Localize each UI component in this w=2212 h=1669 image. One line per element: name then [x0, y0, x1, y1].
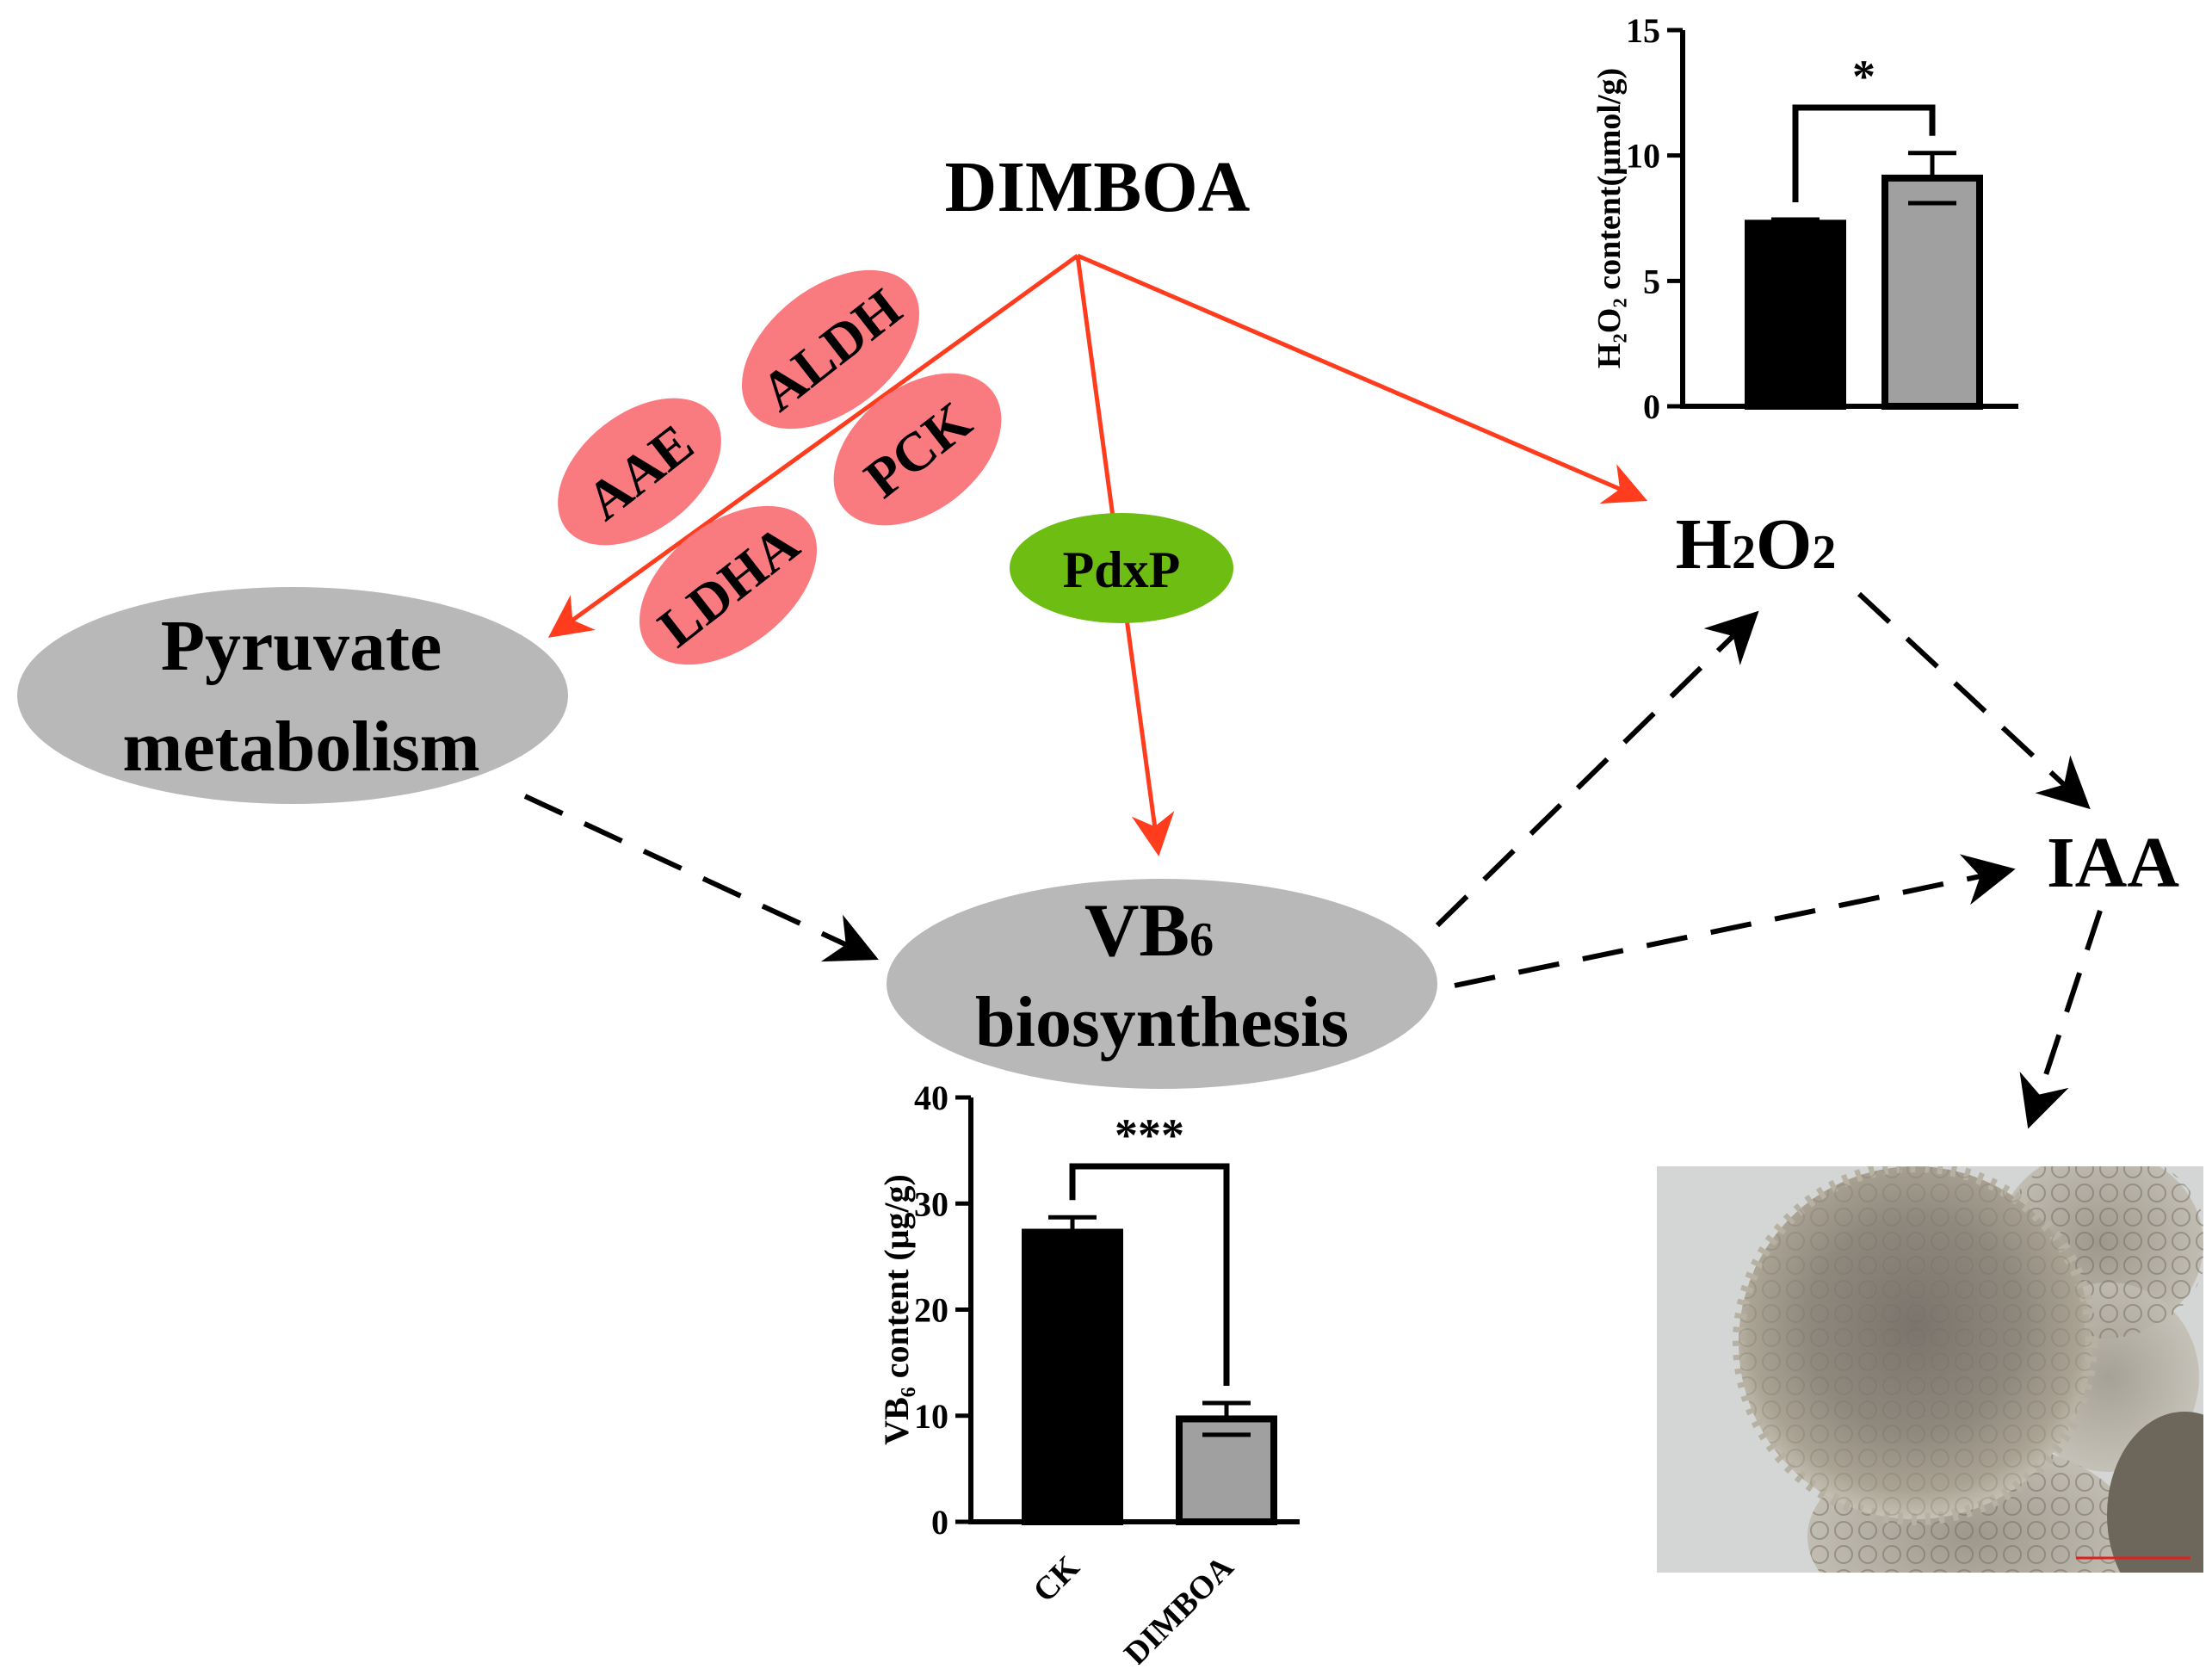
vb6-label-line1: VB6: [1084, 889, 1214, 973]
arrow-dimboa-to-pyruvate: [547, 253, 1079, 638]
x-tick-label: CK: [1026, 1548, 1086, 1609]
vb6-node: VB6 biosynthesis: [887, 879, 1437, 1089]
significance-label: ***: [1115, 1110, 1184, 1161]
h2o2-label: H2O2: [1676, 504, 1837, 584]
dashed-arrows: [523, 591, 2103, 1129]
y-tick-label: 15: [1626, 11, 1660, 50]
arrow-vb6-to-iaa: [1454, 854, 2016, 988]
vb6-label-sub: 6: [1189, 913, 1214, 967]
arrow-dimboa-to-h2o2: [1077, 253, 1648, 504]
pyruvate-node: Pyruvate metabolism: [17, 587, 568, 804]
pyruvate-label-line2: metabolism: [122, 707, 479, 787]
y-axis-label: H₂O₂ content(μmol/g): [1591, 68, 1628, 368]
enzyme-ellipse-pdxp: PdxP: [1010, 513, 1233, 623]
bar-dimboa: [1881, 174, 1983, 411]
iaa-label: IAA: [2047, 823, 2179, 903]
vb6-label-line2: biosynthesis: [975, 982, 1349, 1062]
microscope-callus-image: [1657, 1166, 2203, 1573]
dimboa-label: DIMBOA: [945, 147, 1251, 227]
pyruvate-label-line1: Pyruvate: [161, 606, 442, 686]
arrow-iaa-to-image: [2019, 910, 2103, 1129]
bar-ck: [1745, 219, 1846, 410]
vb6-label-main: VB: [1084, 889, 1189, 973]
bar-ck: [1022, 1228, 1123, 1525]
y-tick-label: 30: [914, 1184, 948, 1223]
y-tick-label: 0: [1643, 387, 1660, 426]
y-axis-label: VB₆ content (μg/g): [877, 1174, 916, 1445]
y-tick-label: 10: [1626, 137, 1660, 176]
significance-label: *: [1852, 51, 1875, 102]
enzyme-label-pdxp: PdxP: [1063, 541, 1181, 598]
x-tick-label: DIMBOA: [1117, 1548, 1241, 1665]
significance-bracket: [1069, 1163, 1230, 1386]
arrow-vb6-to-h2o2: [1435, 610, 1759, 928]
y-tick-label: 40: [914, 1079, 948, 1117]
y-tick-label: 10: [914, 1397, 948, 1436]
significance-bracket: [1792, 104, 1936, 202]
y-tick-label: 0: [931, 1503, 948, 1542]
enzyme-ellipse-pck: PCK: [833, 373, 1002, 526]
arrow-h2o2-to-iaa: [1857, 591, 2091, 810]
arrow-pyruvate-to-vb6: [523, 794, 879, 962]
y-tick-label: 5: [1643, 262, 1660, 300]
y-tick-label: 20: [914, 1291, 948, 1330]
